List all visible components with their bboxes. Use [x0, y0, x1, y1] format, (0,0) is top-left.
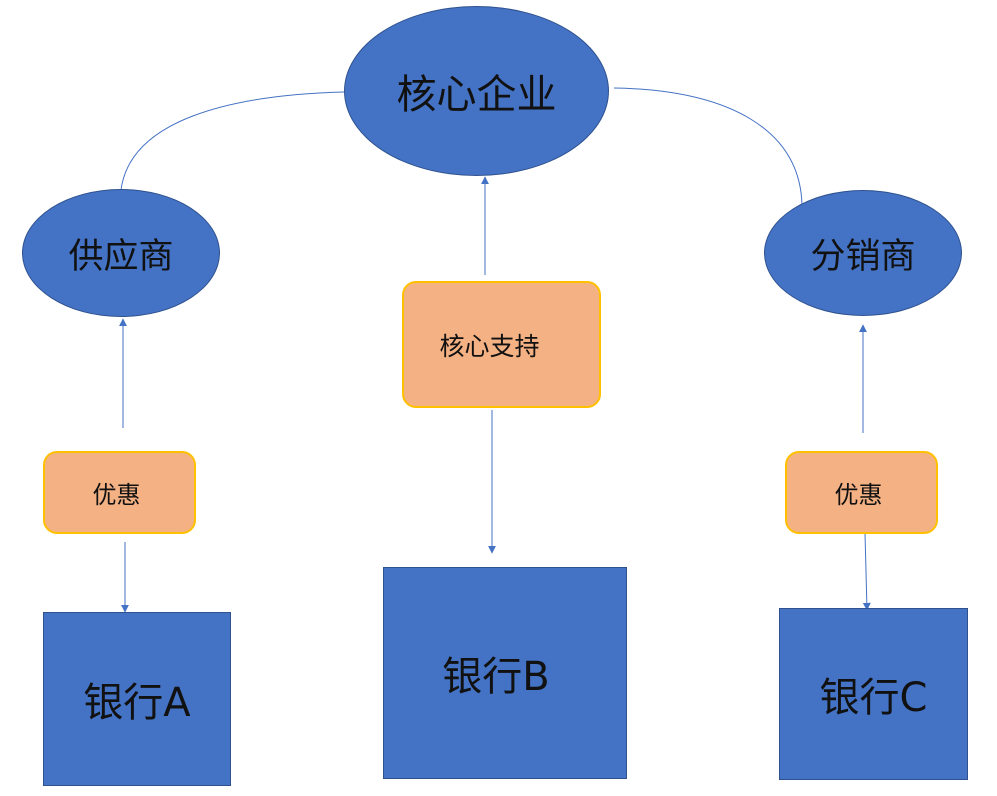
discount-right-label: 优惠 [834, 481, 883, 509]
distributor-label: 分销商 [810, 236, 916, 277]
curve-core-to-supplier [120, 91, 345, 191]
bank-b-label: 银行B [442, 654, 550, 700]
curve-core-to-distributor [613, 87, 803, 206]
bank-c-node: 银行C [779, 608, 968, 780]
arrow-discount-right-to-bank-c [862, 532, 871, 611]
supplier-node: 供应商 [22, 189, 220, 317]
bank-c-label: 银行C [819, 675, 928, 721]
discount-left-node: 优惠 [43, 451, 196, 534]
core-enterprise-label: 核心企业 [396, 72, 557, 118]
supplier-label: 供应商 [68, 236, 174, 277]
distributor-node: 分销商 [764, 190, 962, 316]
discount-left-label: 优惠 [92, 481, 141, 509]
bank-b-node: 银行B [383, 567, 627, 779]
core-support-label: 核心支持 [439, 331, 540, 361]
bank-a-label: 银行A [83, 680, 191, 726]
core-enterprise-node: 核心企业 [344, 6, 609, 176]
discount-right-node: 优惠 [785, 451, 938, 534]
bank-a-node: 银行A [43, 612, 231, 786]
core-support-node: 核心支持 [402, 281, 601, 408]
